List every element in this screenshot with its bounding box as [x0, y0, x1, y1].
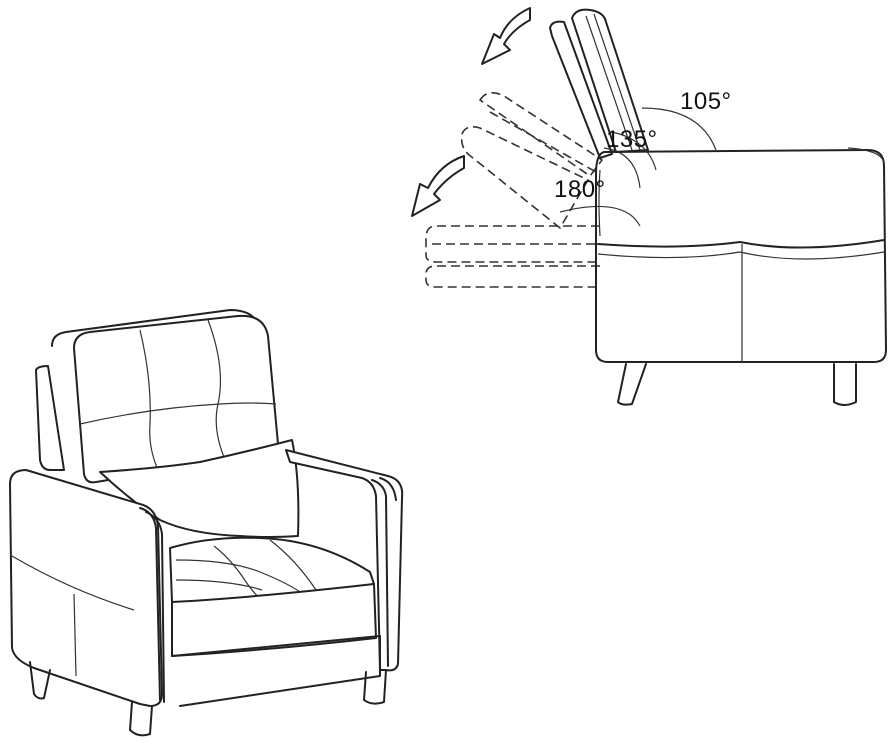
angle-label-105: 105°: [680, 88, 732, 115]
backrest-135-position: [460, 92, 603, 229]
leg-back-right: [363, 669, 387, 705]
recline-side-view: [411, 7, 887, 406]
arc-135: [611, 131, 657, 171]
backrest-180-position: [425, 225, 600, 288]
leg-front-right: [129, 701, 153, 737]
arc-105: [641, 107, 717, 151]
right-arm: [285, 449, 404, 672]
arrow-upper-icon: [481, 7, 531, 65]
left-arm: [9, 469, 163, 707]
backrest-105-position: [549, 8, 649, 159]
angle-label-180: 180°: [554, 176, 606, 203]
arc-180: [559, 205, 641, 227]
left-back-frame: [35, 365, 65, 471]
angle-label-135: 135°: [606, 126, 658, 153]
seat-cushion-front: [171, 583, 377, 657]
sofa-side-body: [595, 147, 887, 406]
arrow-lower-icon: [411, 155, 465, 217]
leg-front-left: [29, 661, 51, 700]
armchair-perspective: [9, 309, 404, 737]
